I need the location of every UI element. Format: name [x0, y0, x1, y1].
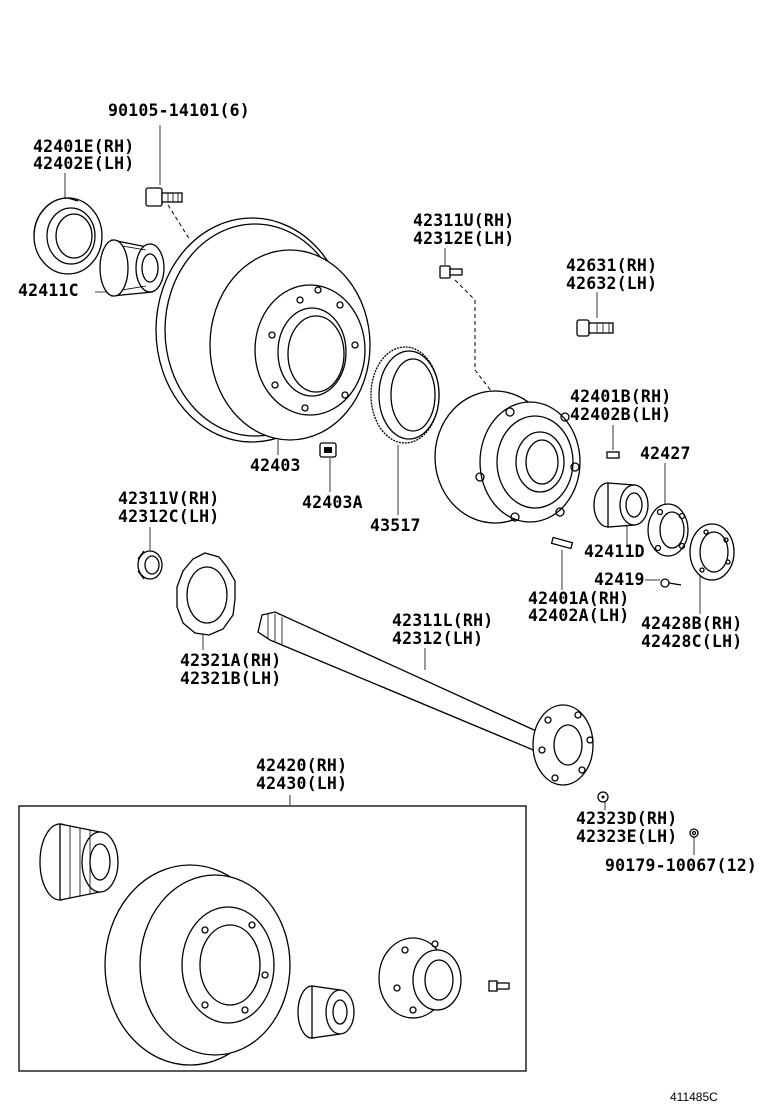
part-label-42323d[interactable]: 42323D(RH) — [576, 809, 678, 828]
part-label-42311v[interactable]: 42311V(RH) — [118, 489, 220, 508]
part-label-90105[interactable]: 90105-14101(6) — [108, 101, 250, 120]
part-label-42428c[interactable]: 42428C(LH) — [641, 632, 743, 651]
part-label-42321a[interactable]: 42321A(RH) — [180, 651, 282, 670]
brake-drum-icon — [155, 217, 371, 443]
part-label-42401b[interactable]: 42401B(RH) — [570, 387, 672, 406]
part-label-42631[interactable]: 42631(RH) — [566, 256, 658, 275]
stud-bolt-icon — [576, 319, 614, 337]
axle-hub-icon — [434, 390, 581, 524]
part-label-90179[interactable]: 90179-10067(12) — [605, 856, 758, 875]
axle-shaft-icon — [257, 611, 594, 786]
hub-bolt-icon — [439, 265, 463, 279]
part-label-42403[interactable]: 42403 — [250, 456, 301, 475]
part-label-42427[interactable]: 42427 — [640, 444, 691, 463]
bearing-icon — [593, 482, 649, 528]
part-label-42411c[interactable]: 42411C — [18, 281, 79, 300]
part-label-43517[interactable]: 43517 — [370, 516, 421, 535]
bearing-icon — [99, 239, 165, 297]
gasket-icon — [689, 523, 735, 581]
part-label-42411d[interactable]: 42411D — [584, 542, 645, 561]
part-label-42311l[interactable]: 42311L(RH) — [392, 611, 494, 630]
part-label-42402e[interactable]: 42402E(LH) — [33, 154, 135, 173]
part-label-42419[interactable]: 42419 — [594, 570, 645, 589]
part-label-42403a[interactable]: 42403A — [302, 493, 363, 512]
part-label-42321b[interactable]: 42321B(LH) — [180, 669, 282, 688]
screw-icon — [660, 578, 682, 588]
part-label-42402a[interactable]: 42402A(LH) — [528, 606, 630, 625]
part-label-42632[interactable]: 42632(LH) — [566, 274, 658, 293]
retainer-icon — [647, 503, 689, 557]
part-label-42311u[interactable]: 42311U(RH) — [413, 211, 515, 230]
part-label-42430[interactable]: 42430(LH) — [256, 774, 348, 793]
assembly-drawing — [39, 823, 510, 1066]
part-label-42420[interactable]: 42420(RH) — [256, 756, 348, 775]
washer-icon — [689, 828, 699, 838]
collar-icon — [137, 550, 163, 580]
abs-rotor-icon — [370, 346, 440, 444]
part-label-42401a[interactable]: 42401A(RH) — [528, 589, 630, 608]
oil-seal-icon — [33, 197, 103, 275]
gasket-icon — [176, 552, 236, 636]
nut-icon — [597, 791, 609, 803]
part-label-42323e[interactable]: 42323E(LH) — [576, 827, 678, 846]
clip-icon — [319, 442, 337, 458]
part-label-42312[interactable]: 42312(LH) — [392, 629, 484, 648]
part-label-42312c[interactable]: 42312C(LH) — [118, 507, 220, 526]
bolt-icon — [145, 187, 183, 207]
part-label-42402b[interactable]: 42402B(LH) — [570, 405, 672, 424]
part-label-42312e[interactable]: 42312E(LH) — [413, 229, 515, 248]
reference-code: 411485C — [670, 1090, 718, 1104]
part-label-42428b[interactable]: 42428B(RH) — [641, 614, 743, 633]
part-label-42401e[interactable]: 42401E(RH) — [33, 137, 135, 156]
stud-icon — [550, 536, 574, 550]
stud-icon — [606, 451, 620, 459]
assembly-box — [18, 805, 527, 1072]
